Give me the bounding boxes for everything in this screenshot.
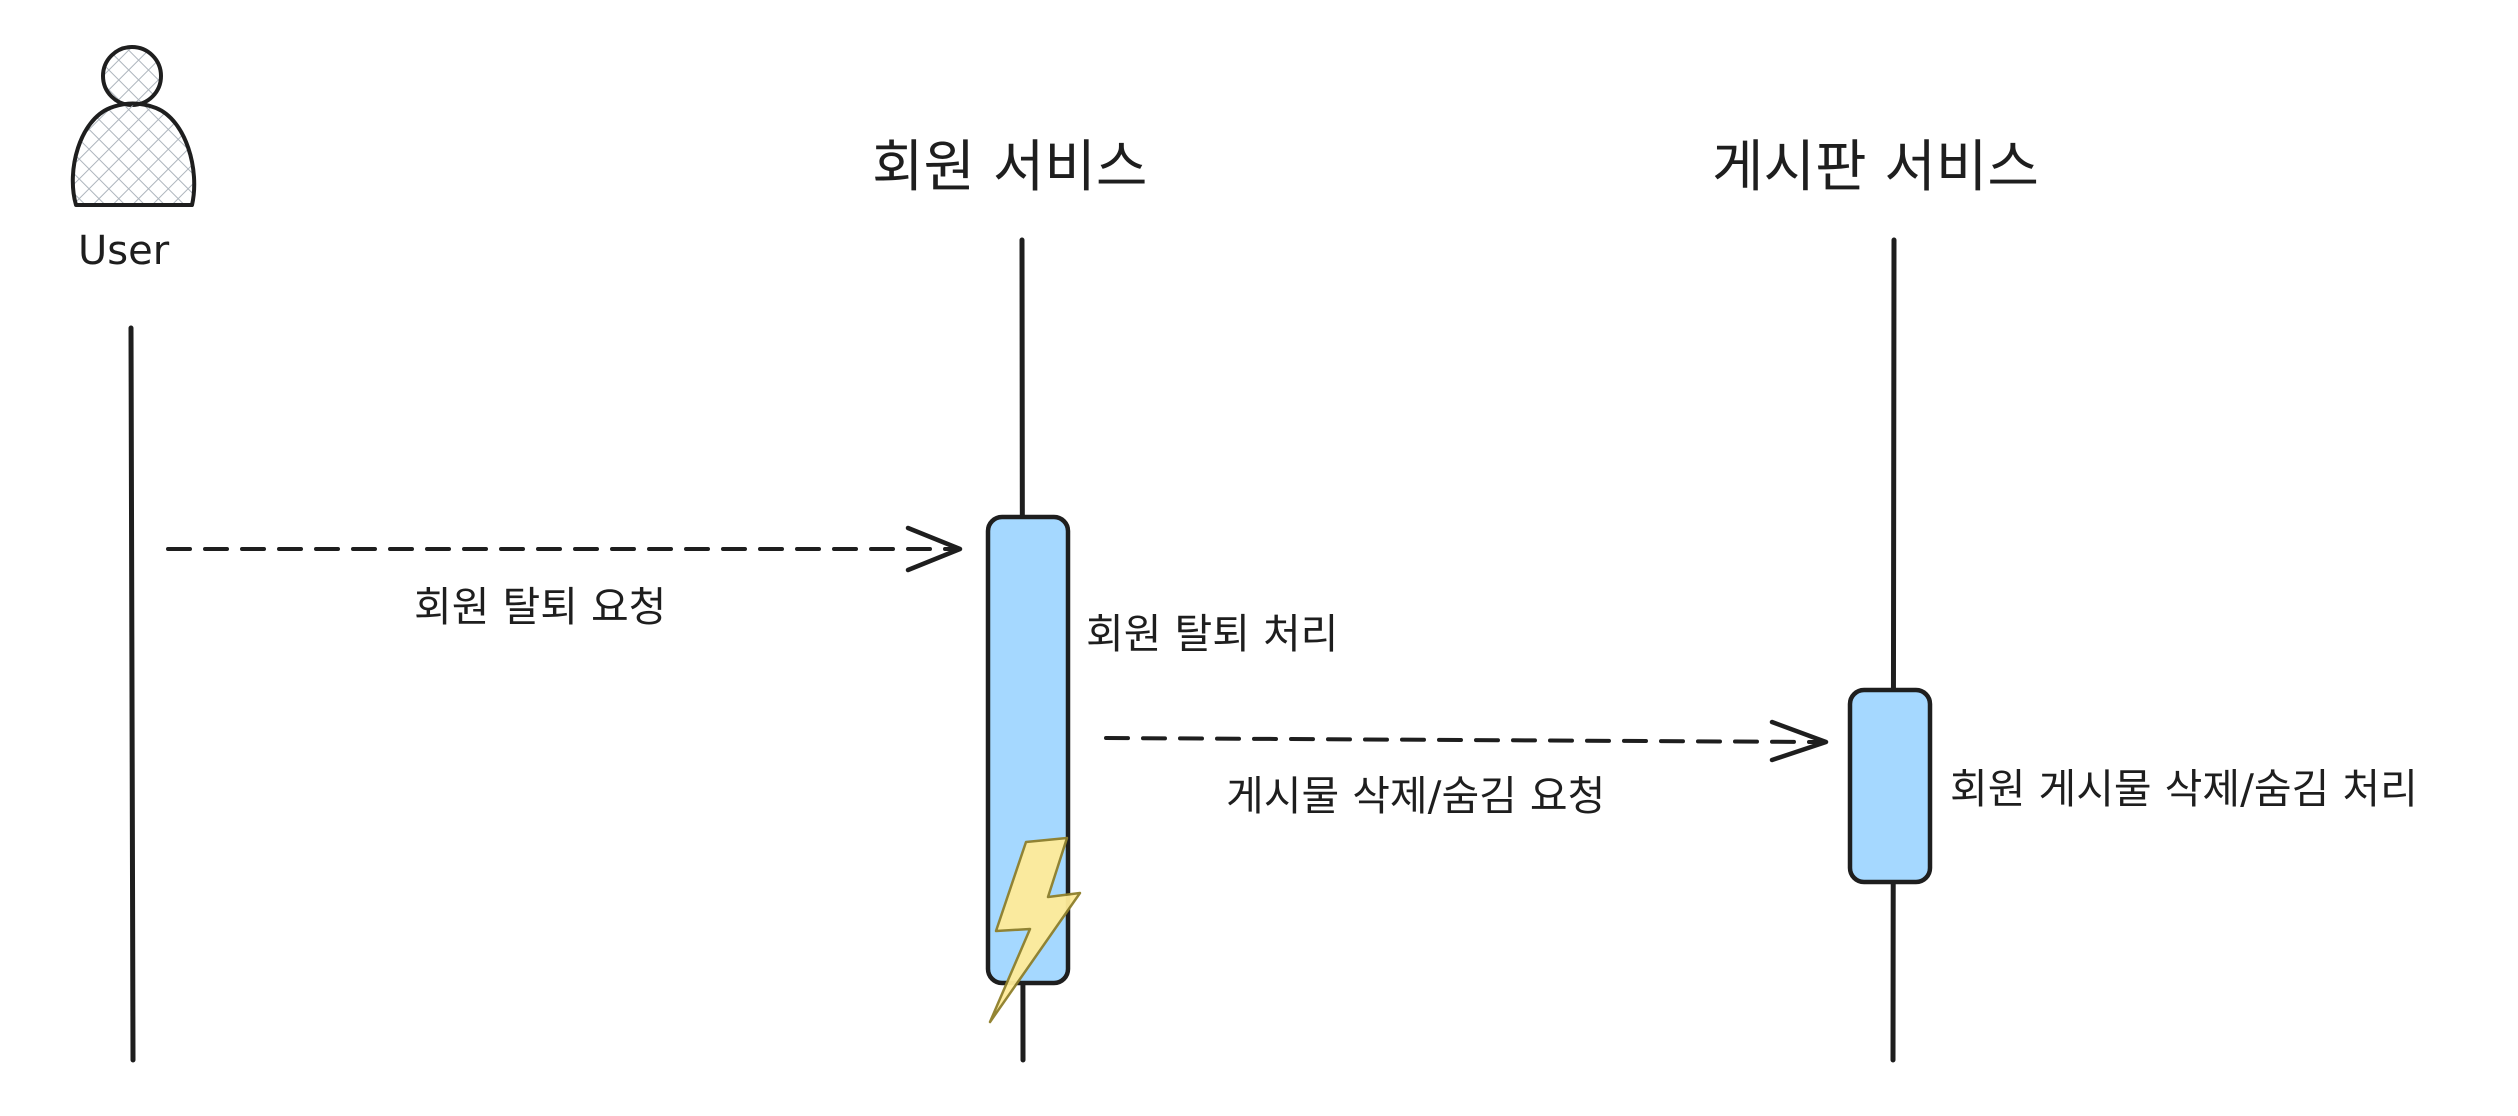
- board-service-activation: [1847, 687, 1933, 885]
- board-service-lifeline: [1890, 237, 1897, 1063]
- withdraw-request-arrow: [166, 525, 963, 573]
- person-icon: [70, 45, 197, 207]
- post-delete-request-arrow: [1104, 719, 1829, 763]
- board-service-title: 게시판 서비스: [1712, 135, 2039, 200]
- lightning-icon: [988, 836, 1082, 1024]
- member-service-title: 회원 서비스: [872, 135, 1148, 200]
- user-lifeline: [128, 325, 136, 1063]
- post-delete-process-label: 회원 게시물 삭제/숨김 처리: [1950, 765, 2418, 813]
- withdraw-process-label: 회원 탈퇴 처리: [1086, 610, 1339, 658]
- post-delete-request-label: 게시물 삭제/숨김 요청: [1226, 772, 1606, 820]
- actor-label: User: [78, 228, 170, 274]
- withdraw-request-label: 회원 탈퇴 요청: [414, 583, 667, 631]
